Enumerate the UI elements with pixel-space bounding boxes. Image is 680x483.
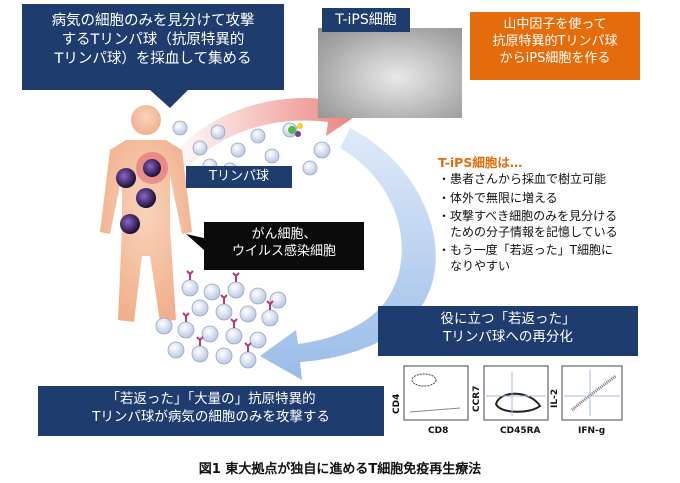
yamanaka-line-1: 山中因子を使って: [503, 17, 607, 32]
redif-line-2: Tリンパ球への再分化: [443, 328, 573, 345]
flow-plot-3: [561, 365, 623, 421]
t-ips-photo-label: T-iPS細胞: [322, 8, 410, 32]
cancer-line-2: ウイルス感染細胞: [231, 243, 336, 259]
plot2-ylabel: CCR7: [472, 385, 482, 412]
redifferentiation-box: 役に立つ「若返った」 Tリンパ球への再分化: [378, 306, 638, 356]
yamanaka-line-2: 抗原特異的Tリンパ球: [492, 33, 618, 49]
plot3-xlabel: IFN-g: [578, 426, 606, 436]
plot1-xlabel: CD8: [428, 426, 449, 436]
tumor-cells: [116, 152, 168, 234]
feature-item: ・患者さんから採血で樹立可能: [438, 172, 607, 186]
red-arrow: [170, 88, 362, 168]
feature-item: ・もう一度「若返った」T細胞になりやすい: [438, 243, 613, 273]
attack-box: 「若返った」「大量の」抗原特異的 Tリンパ球が病気の細胞のみを攻撃する: [38, 386, 384, 436]
collect-line-2: するTリンパ球（抗原特異的: [61, 31, 245, 48]
t-cell-swarm: [155, 279, 287, 369]
plot2-xlabel: CD45RA: [500, 426, 541, 436]
t-lymphocyte-label: Tリンパ球: [186, 166, 292, 188]
features-heading: T-iPS細胞は…: [438, 155, 523, 170]
cancer-cell-label: がん細胞、 ウイルス感染細胞: [204, 222, 364, 270]
feature-item: ・攻撃すべき細胞のみを見分けるための分子情報を記憶している: [438, 209, 618, 239]
redif-line-1: 役に立つ「若返った」: [440, 311, 576, 327]
antigen-cluster: [288, 123, 303, 137]
plot1-ylabel: CD4: [392, 393, 402, 414]
collect-line-3: Tリンパ球）を採血して集める: [54, 50, 252, 67]
cancer-line-1: がん細胞、: [251, 227, 317, 242]
feature-item: ・体外で無限に増える: [438, 190, 558, 205]
collect-t-cells-box: 病気の細胞のみを見分けて攻撃 するTリンパ球（抗原特異的 Tリンパ球）を採血して…: [22, 4, 284, 90]
antibody-markers: [182, 270, 274, 352]
attack-line-2: Tリンパ球が病気の細胞のみを攻撃する: [92, 408, 330, 425]
attack-line-1: 「若返った」「大量の」抗原特異的: [106, 391, 316, 407]
t-ips-cell-photo: [318, 28, 462, 118]
figure-caption: 図1 東大拠点が独自に進めるT細胞免疫再生療法: [198, 462, 482, 477]
flow-plot-2: [483, 365, 549, 421]
collect-line-1: 病気の細胞のみを見分けて攻撃: [51, 13, 255, 29]
yamanaka-factors-box: 山中因子を使って 抗原特異的Tリンパ球 からiPS細胞を作る: [470, 12, 640, 80]
plot3-ylabel: IL-2: [550, 388, 560, 408]
human-body: [100, 105, 192, 322]
flow-plot-1: [403, 365, 469, 421]
yamanaka-line-3: からiPS細胞を作る: [499, 50, 611, 66]
features-list: ・患者さんから採血で樹立可能 ・体外で無限に増える ・攻撃すべき細胞のみを見分け…: [438, 172, 618, 277]
